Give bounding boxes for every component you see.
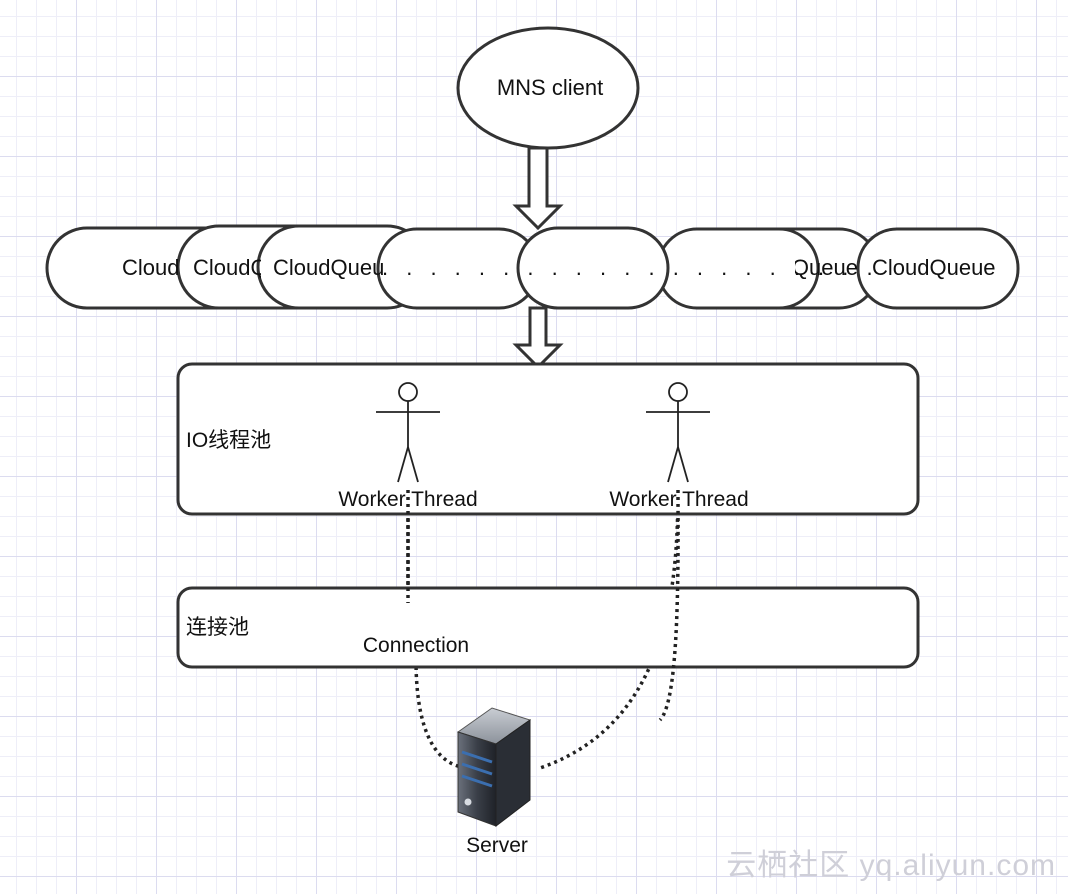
connection-pool bbox=[176, 586, 920, 669]
worker2-link-overlay bbox=[658, 489, 680, 722]
worker-thread-label-2: Worker Thread bbox=[609, 488, 749, 511]
queue-ellipsis: . . . . . . . . . . . . . . . . . . . . … bbox=[382, 255, 879, 280]
cloud-queue-label-3: CloudQueue bbox=[273, 257, 383, 279]
io-thread-pool bbox=[176, 362, 920, 516]
arrow-down-icon bbox=[512, 306, 564, 370]
mns-client-label: MNS client bbox=[496, 75, 604, 100]
cloud-queue-label-2: CloudQueue bbox=[193, 257, 261, 279]
io-thread-pool-label: IO线程池 bbox=[186, 429, 272, 452]
cloud-queue-label-4: CloudQueue bbox=[872, 255, 996, 280]
cloud-queue-4 bbox=[856, 227, 1020, 310]
actor-icon bbox=[376, 382, 440, 483]
queue-placeholder-center bbox=[516, 226, 670, 310]
watermark: 云栖社区 yq.aliyun.com bbox=[726, 849, 1056, 882]
server-icon bbox=[456, 707, 532, 828]
cloud-queue-label-1: CloudQueue bbox=[122, 257, 180, 279]
actor-icon bbox=[646, 382, 710, 483]
connection-label: Connection bbox=[362, 634, 470, 657]
cloud-queue-row bbox=[45, 224, 1020, 310]
worker-thread-label-1: Worker Thread bbox=[338, 488, 478, 511]
cloud-queue-label-hidden: CloudQueue bbox=[795, 257, 858, 279]
arrow-down-icon bbox=[512, 146, 564, 231]
connection-pool-label: 连接池 bbox=[186, 616, 249, 639]
server-label: Server bbox=[466, 834, 528, 857]
